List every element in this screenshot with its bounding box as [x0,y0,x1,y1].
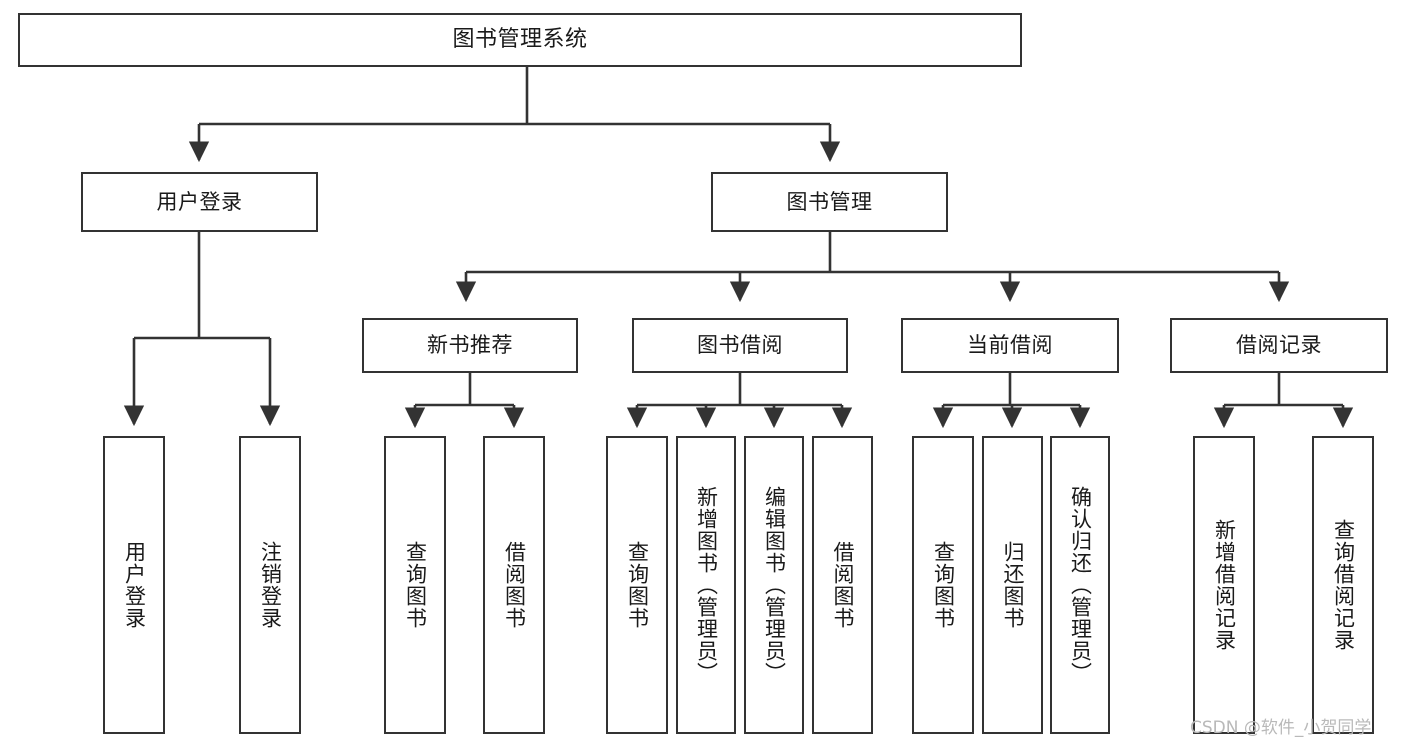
node-leaf-add-book[interactable]: 新增图书（管理员） [676,436,736,734]
node-label: 图书管理系统 [452,27,588,53]
node-label: 查询图书 [931,541,956,629]
node-label: 新增图书（管理员） [694,486,719,684]
node-label: 注销登录 [258,541,283,629]
node-label: 确认归还（管理员） [1068,486,1093,684]
node-label: 查询图书 [403,541,428,629]
node-leaf-user-login[interactable]: 用户登录 [103,436,165,734]
node-label: 查询图书 [625,541,650,629]
node-label: 借阅图书 [502,541,527,629]
node-leaf-add-record[interactable]: 新增借阅记录 [1193,436,1255,734]
node-leaf-edit-book[interactable]: 编辑图书（管理员） [744,436,804,734]
watermark-text: CSDN @软件_小贺同学 [1190,718,1372,738]
node-leaf-query-book-1[interactable]: 查询图书 [384,436,446,734]
node-root[interactable]: 图书管理系统 [18,13,1022,67]
node-label: 查询借阅记录 [1331,519,1356,651]
node-label: 借阅记录 [1236,333,1322,358]
node-label: 当前借阅 [967,333,1053,358]
node-book-borrow[interactable]: 图书借阅 [632,318,848,373]
node-label: 图书管理 [786,189,873,214]
node-current-borrow[interactable]: 当前借阅 [901,318,1119,373]
node-leaf-return-book[interactable]: 归还图书 [982,436,1043,734]
node-label: 用户登录 [156,189,243,214]
node-label: 借阅图书 [830,541,855,629]
node-label: 图书借阅 [697,333,783,358]
node-label: 编辑图书（管理员） [762,486,787,684]
node-label: 归还图书 [1000,541,1025,629]
node-label: 新书推荐 [427,333,513,358]
node-leaf-query-book-2[interactable]: 查询图书 [606,436,668,734]
node-book-manage[interactable]: 图书管理 [711,172,948,232]
node-label: 用户登录 [122,541,147,629]
node-borrow-record[interactable]: 借阅记录 [1170,318,1388,373]
node-user-login[interactable]: 用户登录 [81,172,318,232]
node-leaf-query-record[interactable]: 查询借阅记录 [1312,436,1374,734]
node-leaf-borrow-book-2[interactable]: 借阅图书 [812,436,873,734]
node-leaf-query-book-3[interactable]: 查询图书 [912,436,974,734]
node-label: 新增借阅记录 [1212,519,1237,651]
node-leaf-logout[interactable]: 注销登录 [239,436,301,734]
node-leaf-borrow-book-1[interactable]: 借阅图书 [483,436,545,734]
node-leaf-confirm-return[interactable]: 确认归还（管理员） [1050,436,1110,734]
node-new-book-rec[interactable]: 新书推荐 [362,318,578,373]
